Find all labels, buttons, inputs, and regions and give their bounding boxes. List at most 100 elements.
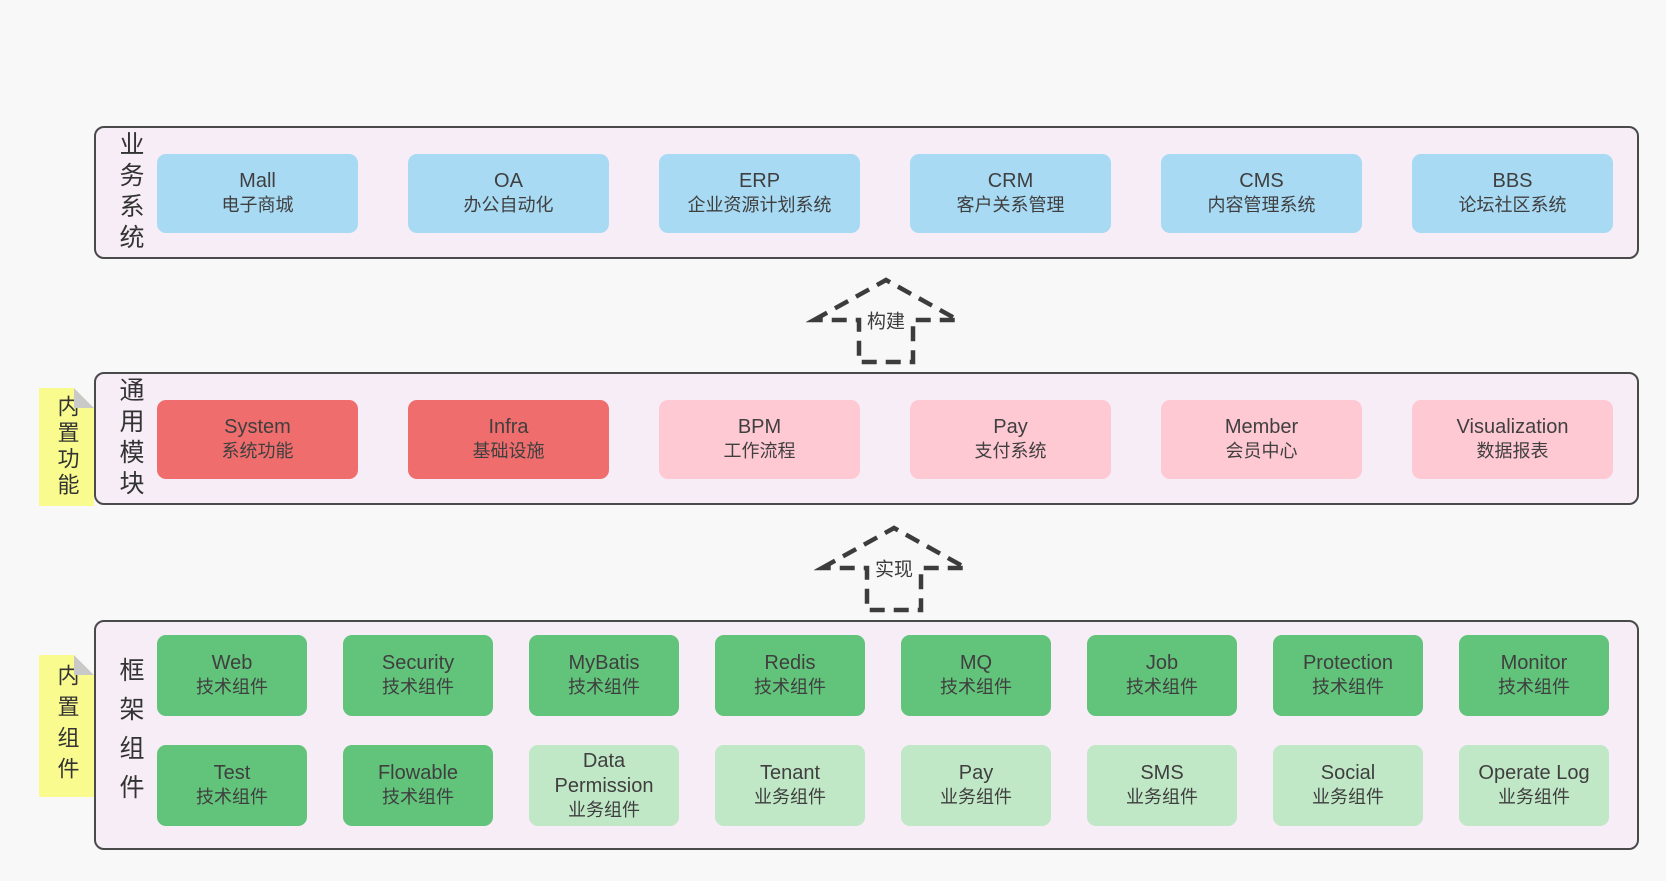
box-subtitle: 支付系统 — [974, 441, 1047, 462]
box-title: Pay — [958, 762, 994, 785]
box-title: Infra — [488, 416, 529, 439]
box-title: Tenant — [759, 762, 821, 785]
layer-components-side-label: 框架组件 — [116, 657, 144, 813]
box-subtitle: 技术组件 — [940, 677, 1012, 698]
box-subtitle: 技术组件 — [754, 677, 826, 698]
box-title: Web — [211, 652, 253, 675]
note-fold-corner-icon — [74, 388, 94, 408]
sticky-note-built-in-components: 内置组件 — [39, 655, 94, 797]
box-subtitle: 业务组件 — [1312, 787, 1384, 808]
box-subtitle: 业务组件 — [754, 787, 826, 808]
box-title: OA — [494, 170, 523, 193]
box-title: BBS — [1492, 170, 1533, 193]
box-subtitle: 会员中心 — [1225, 441, 1298, 462]
box-title: Data Permission — [554, 749, 654, 797]
box-subtitle: 工作流程 — [723, 441, 796, 462]
note-fold-corner-icon — [74, 655, 94, 675]
box-subtitle: 基础设施 — [472, 441, 545, 462]
box-subtitle: 电子商城 — [221, 195, 294, 216]
note-text: 内置功能 — [54, 395, 80, 499]
box-title: Security — [381, 652, 455, 675]
box-subtitle: 技术组件 — [1498, 677, 1570, 698]
box-title: CRM — [987, 170, 1034, 193]
box-subtitle: 技术组件 — [1126, 677, 1198, 698]
box-subtitle: 技术组件 — [382, 787, 454, 808]
box-subtitle: 办公自动化 — [463, 195, 554, 216]
box-title: MQ — [959, 652, 993, 675]
build-arrow-icon: 构建 — [806, 274, 966, 366]
build-arrow-label: 构建 — [863, 305, 909, 335]
box-title: MyBatis — [568, 652, 640, 675]
box-title: Pay — [993, 416, 1028, 439]
box-title: Member — [1224, 416, 1299, 439]
box-subtitle: 内容管理系统 — [1207, 195, 1316, 216]
box-title: Test — [213, 762, 251, 785]
box-title: Mall — [239, 170, 276, 193]
box-subtitle: 业务组件 — [940, 787, 1012, 808]
implement-arrow-icon: 实现 — [814, 522, 974, 614]
box-subtitle: 技术组件 — [196, 677, 268, 698]
layer-modules-side-label: 通用模块 — [116, 376, 144, 501]
sticky-note-built-in-features: 内置功能 — [39, 388, 94, 506]
box-title: Job — [1145, 652, 1179, 675]
box-title: Operate Log — [1478, 762, 1590, 785]
note-text: 内置组件 — [54, 664, 80, 788]
box-subtitle: 系统功能 — [221, 441, 294, 462]
box-title: Flowable — [377, 762, 459, 785]
box-subtitle: 企业资源计划系统 — [687, 195, 832, 216]
box-title: CMS — [1239, 170, 1284, 193]
box-title: BPM — [737, 416, 782, 439]
box-subtitle: 客户关系管理 — [956, 195, 1065, 216]
box-title: Visualization — [1456, 416, 1569, 439]
box-subtitle: 论坛社区系统 — [1458, 195, 1567, 216]
box-subtitle: 业务组件 — [1498, 787, 1570, 808]
box-subtitle: 数据报表 — [1476, 441, 1549, 462]
box-title: Protection — [1302, 652, 1394, 675]
box-title: Monitor — [1500, 652, 1568, 675]
box-subtitle: 业务组件 — [568, 799, 640, 820]
box-subtitle: 技术组件 — [196, 787, 268, 808]
box-subtitle: 技术组件 — [382, 677, 454, 698]
box-subtitle: 技术组件 — [568, 677, 640, 698]
implement-arrow-label: 实现 — [871, 553, 917, 583]
box-subtitle: 业务组件 — [1126, 787, 1198, 808]
box-title: Redis — [764, 652, 816, 675]
box-title: System — [224, 416, 291, 439]
box-title: SMS — [1140, 762, 1184, 785]
layer-business-side-label: 业务系统 — [116, 130, 144, 255]
